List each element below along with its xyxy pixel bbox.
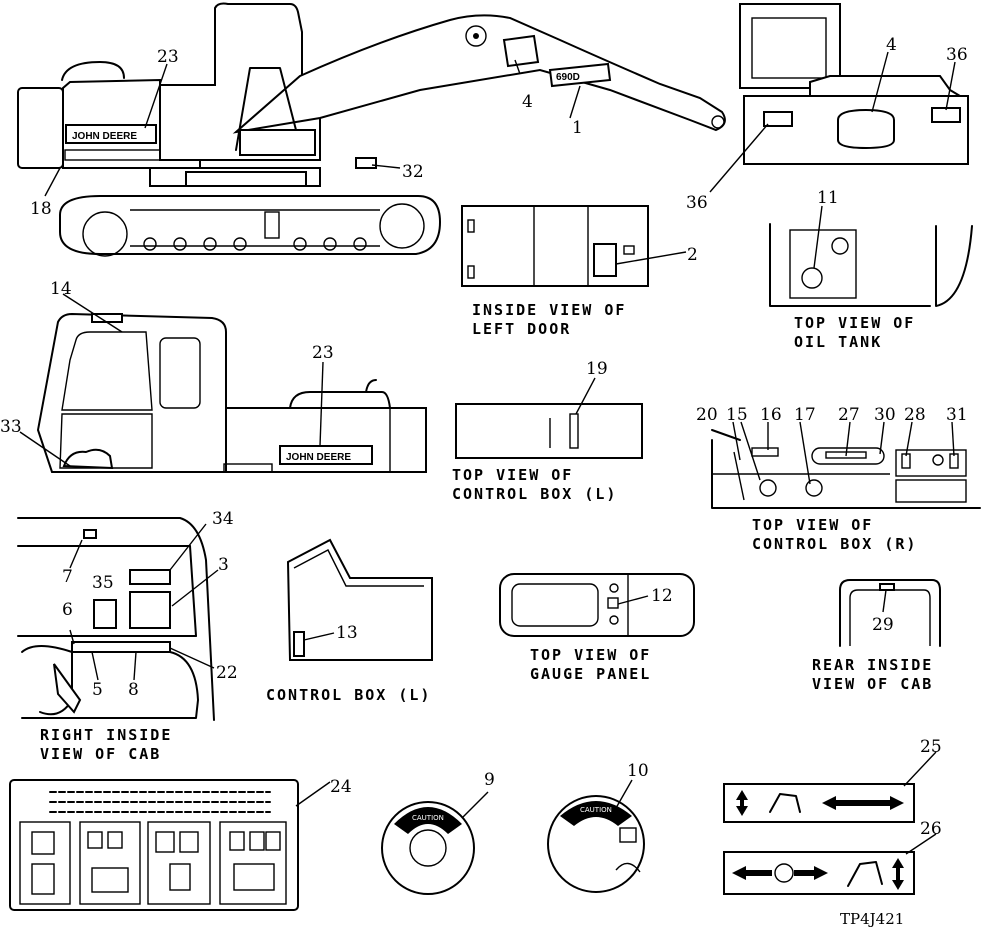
callout-23b: 23 [312,343,334,363]
callout-26: 26 [920,819,942,839]
callout-34: 34 [212,509,234,529]
excavator-rear-view [709,3,969,193]
caption-cbl: CONTROL BOX (L) [266,686,431,704]
caution-label-9: CAUTION [412,814,444,822]
excavator-side-view: JOHN DEERE 690D [17,2,726,257]
right-inside-cab-view: RIGHT INSIDE VIEW OF CAB [17,517,219,763]
callout-16: 16 [760,405,782,425]
callout-23a: 23 [157,47,179,67]
caption-cbl-top-2: CONTROL BOX (L) [452,485,617,503]
callout-10: 10 [627,761,649,781]
caption-oil-tank-2: OIL TANK [794,333,882,351]
brand-label-side: JOHN DEERE [72,131,137,142]
callout-33: 33 [0,417,22,437]
callout-19: 19 [586,359,608,379]
callout-18: 18 [30,199,52,219]
callout-11: 11 [817,188,839,208]
caption-cbr-top-1: TOP VIEW OF [752,516,873,534]
callout-22: 22 [216,663,238,683]
boom-plate: 690D [556,72,580,83]
callout-4b: 4 [886,35,897,55]
caption-cbr-top-2: CONTROL BOX (R) [752,535,917,553]
left-door-view: INSIDE VIEW OF LEFT DOOR [461,205,687,338]
callout-7: 7 [62,567,73,587]
control-box-l-top-view: TOP VIEW OF CONTROL BOX (L) [452,377,643,503]
caption-oil-tank-1: TOP VIEW OF [794,314,915,332]
callout-25: 25 [920,737,942,757]
callout-36b: 36 [686,193,708,213]
decal-24-instruction-plate [9,779,331,911]
callout-32: 32 [402,162,424,182]
callout-24: 24 [330,777,352,797]
brand-label-cab: JOHN DEERE [286,452,351,463]
control-box-l-view: CONTROL BOX (L) [266,538,433,704]
caption-right-cab-1: RIGHT INSIDE [40,726,172,744]
callout-15: 15 [726,405,748,425]
oil-tank-view: TOP VIEW OF OIL TANK [769,205,973,351]
gauge-panel-view: TOP VIEW OF GAUGE PANEL [499,573,695,683]
callout-27: 27 [838,405,860,425]
caption-gauge-2: GAUGE PANEL [530,665,651,683]
callout-28: 28 [904,405,926,425]
control-box-r-top-view: TOP VIEW OF CONTROL BOX (R) [711,421,981,553]
callout-4a: 4 [522,92,533,112]
callout-3: 3 [218,555,229,575]
caption-rear-cab-1: REAR INSIDE [812,656,933,674]
caption-left-door-2: LEFT DOOR [472,320,571,338]
callout-8: 8 [128,680,139,700]
decal-9-caution-disc: CAUTION [381,791,489,895]
callout-31: 31 [946,405,968,425]
figure-id: TP4J421 [840,910,904,928]
decal-26-arrow-plate [723,833,937,895]
caption-left-door-1: INSIDE VIEW OF [472,301,626,319]
callout-6: 6 [62,600,73,620]
caption-right-cab-2: VIEW OF CAB [40,745,161,763]
callout-36a: 36 [946,45,968,65]
callout-12: 12 [651,586,673,606]
callout-9: 9 [484,770,495,790]
caution-label-10: CAUTION [580,806,612,814]
callout-numbers: 1 2 3 4 4 5 6 7 8 9 10 11 12 13 14 15 16… [0,35,968,839]
callout-17: 17 [794,405,816,425]
callout-2: 2 [687,245,698,265]
callout-29: 29 [872,615,894,635]
caption-cbl-top-1: TOP VIEW OF [452,466,573,484]
callout-14: 14 [50,279,72,299]
callout-30: 30 [874,405,896,425]
rear-inside-cab-view: REAR INSIDE VIEW OF CAB [812,579,941,693]
decal-10-caution-disc: CAUTION [547,779,645,893]
callout-13: 13 [336,623,358,643]
decal-25-arrow-plate [723,751,937,823]
callout-5: 5 [92,680,103,700]
callout-1: 1 [572,118,583,138]
callout-35: 35 [92,573,114,593]
cab-side-view: JOHN DEERE [19,293,427,473]
caption-gauge-1: TOP VIEW OF [530,646,651,664]
callout-20: 20 [696,405,718,425]
caption-rear-cab-2: VIEW OF CAB [812,675,933,693]
